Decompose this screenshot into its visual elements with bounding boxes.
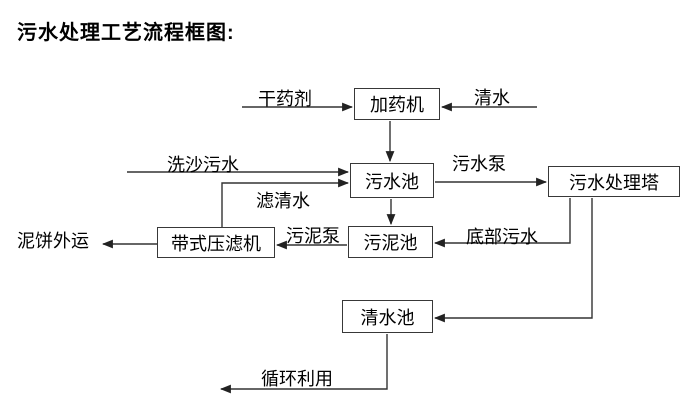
node-clean-water-pool: 清水池: [342, 300, 433, 333]
label-mud-cake-out: 泥饼外运: [17, 231, 89, 251]
arrow-bottom-sewage: [433, 198, 571, 248]
node-sludge-pool: 污泥池: [348, 226, 433, 258]
label-sewage-pump: 污水泵: [452, 154, 506, 174]
node-treatment-tower: 污水处理塔: [548, 166, 680, 197]
label-sludge-pump: 污泥泵: [286, 226, 340, 246]
arrow-filtered-water: [221, 178, 350, 227]
label-bottom-sewage: 底部污水: [466, 227, 538, 247]
arrow-recycle-use: [219, 334, 388, 394]
node-dosing-machine: 加药机: [354, 88, 440, 120]
label-dry-chemical: 干药剂: [258, 89, 312, 109]
label-recycle-use: 循环利用: [261, 369, 333, 389]
label-filtered-water: 滤清水: [256, 191, 310, 211]
arrow-tower-to-clean-pool: [433, 198, 593, 323]
label-clean-water: 清水: [474, 88, 510, 108]
diagram-title: 污水处理工艺流程框图:: [17, 22, 235, 44]
node-belt-filter-press: 带式压滤机: [157, 227, 275, 258]
node-sewage-pool: 污水池: [350, 163, 434, 198]
label-sand-washing-sewage: 洗沙污水: [167, 155, 239, 175]
